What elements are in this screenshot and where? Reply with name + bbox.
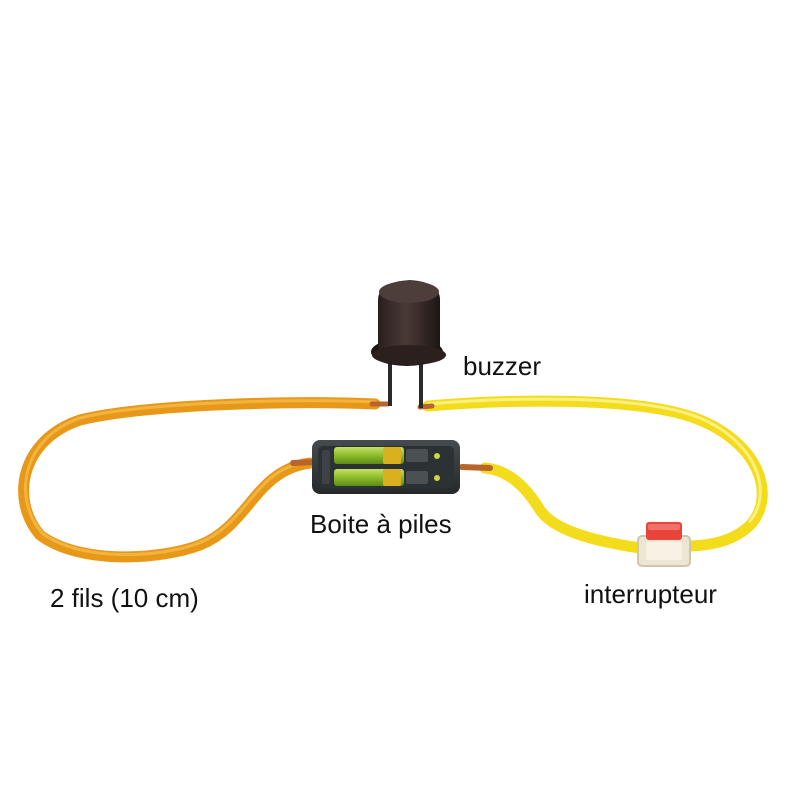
battery-box-label: Boite à piles <box>310 509 452 539</box>
buzzer-label: buzzer <box>463 351 542 381</box>
wire-right <box>417 395 768 554</box>
wires-label: 2 fils (10 cm) <box>50 583 199 613</box>
switch-icon <box>637 522 691 567</box>
battery-box-icon <box>312 440 460 494</box>
wire-left <box>18 397 391 563</box>
buzzer-icon <box>371 280 446 408</box>
switch-label: interrupteur <box>584 579 717 609</box>
